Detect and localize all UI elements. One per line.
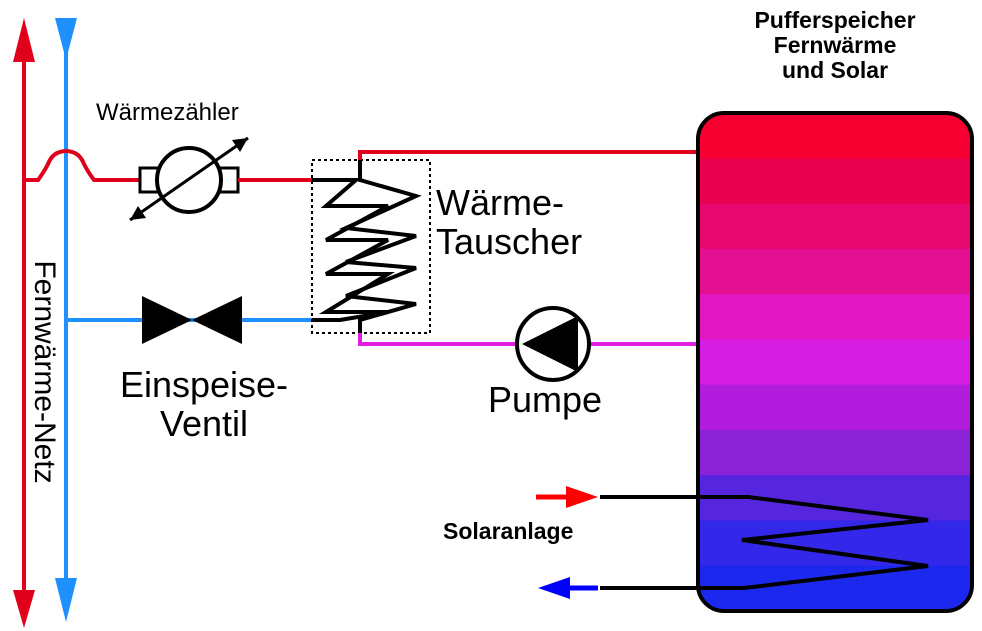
tank-layer — [698, 429, 972, 477]
tank-layer — [698, 113, 972, 160]
buffer-tank — [696, 111, 974, 613]
solar-coil — [600, 495, 929, 590]
exchanger-to-tank-line — [358, 150, 700, 160]
tank-title-line: Pufferspeicher — [754, 7, 916, 33]
heat-meter — [129, 136, 249, 222]
heat-exchanger — [311, 159, 431, 334]
tank-layer — [698, 294, 972, 341]
pump-triangle-icon — [522, 316, 578, 372]
valve-label-line: Ventil — [159, 402, 249, 444]
pump — [515, 306, 591, 382]
tank-layer — [698, 339, 972, 386]
return-arrow-top-icon — [55, 18, 77, 60]
solar-out-arrow-icon — [538, 577, 598, 599]
return-arrow-bottom-icon — [55, 578, 77, 622]
tank-title-line: Fernwärme — [773, 31, 897, 58]
solar-in-arrow-icon — [536, 486, 598, 508]
solar-label: Solaranlage — [443, 518, 574, 544]
supply-arrow-up-icon — [13, 18, 35, 62]
heat-meter-label: Wärmezähler — [96, 99, 239, 126]
tank-title: Pufferspeicher Fernwärme und Solar — [700, 8, 970, 82]
tank-layers — [698, 113, 972, 611]
supply-branch-line — [24, 149, 140, 182]
secondary-coil — [338, 160, 422, 333]
meter-diagonal-arrow-icon — [129, 136, 249, 222]
tank-layer — [698, 158, 972, 205]
exchanger-box — [311, 159, 431, 334]
heat-exchanger-label: Wärme- Tauscher — [436, 182, 583, 262]
heat-exchanger-label-line: Tauscher — [436, 220, 583, 262]
district-heating-pipes — [13, 18, 77, 628]
valve-label-line: Einspeise- — [119, 364, 289, 405]
tank-layer — [698, 248, 972, 296]
heat-exchanger-label-line: Wärme- — [436, 182, 564, 223]
tank-layer — [698, 384, 972, 431]
tank-layer — [698, 520, 972, 567]
feed-valve-icon — [142, 296, 242, 344]
supply-arrow-down-icon — [13, 590, 35, 628]
tank-title-line: und Solar — [781, 56, 889, 83]
tank-layer — [698, 203, 972, 250]
district-heating-label: Fernwärme-Netz — [28, 260, 62, 484]
pump-label: Pumpe — [488, 379, 603, 420]
tank-outline — [696, 111, 974, 613]
valve-label: Einspeise- Ventil — [104, 364, 304, 444]
